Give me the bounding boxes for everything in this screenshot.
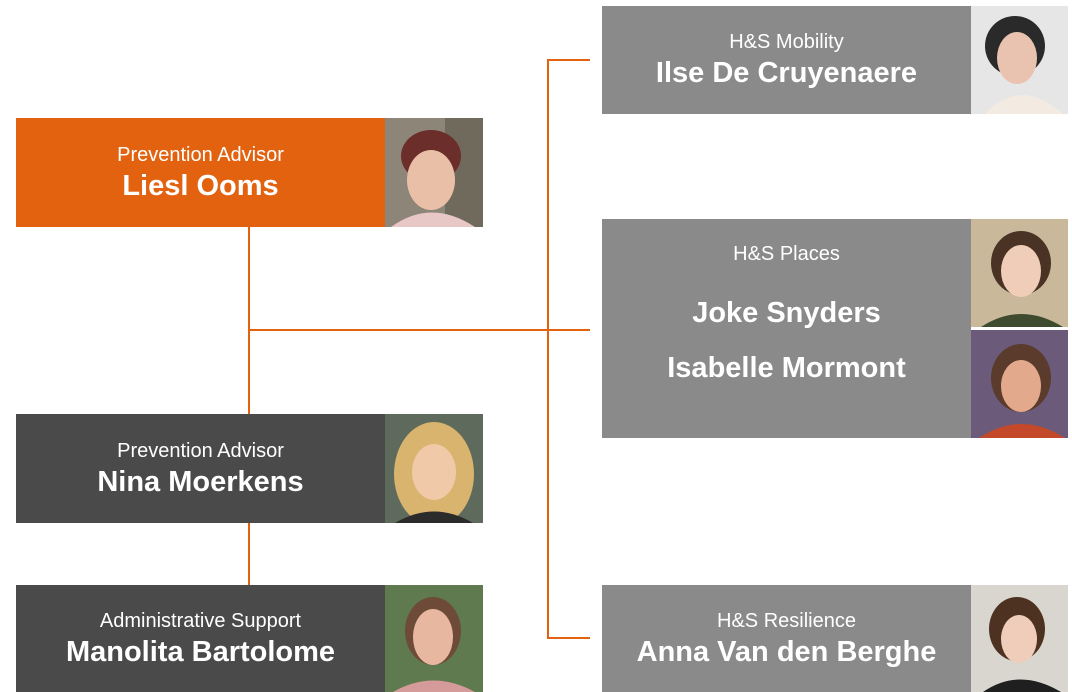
node-nina-moerkens: Prevention Advisor Nina Moerkens [16,414,385,523]
node-name-isabelle-mormont: Isabelle Mormont [667,352,906,384]
avatar-joke-snyders [971,219,1068,327]
node-role: H&S Mobility [729,31,844,53]
node-name: Ilse De Cruyenaere [655,57,918,89]
node-name: Anna Van den Berghe [636,635,937,668]
node-liesl-ooms: Prevention Advisor Liesl Ooms [16,118,385,227]
node-role: Prevention Advisor [117,439,284,462]
node-role: H&S Resilience [717,609,856,632]
connector-main-horizontal [248,329,590,331]
connector-nina-manolita [248,523,250,585]
node-ilse-de-cruyenaere: H&S Mobility Ilse De Cruyenaere [602,6,971,114]
connector-right-vertical [547,59,549,639]
node-role: Administrative Support [99,609,302,632]
node-name: Manolita Bartolome [65,635,336,668]
node-manolita-bartolome: Administrative Support Manolita Bartolom… [16,585,385,692]
avatar-isabelle-mormont [971,330,1068,438]
connector-liesl-nina [248,227,250,414]
avatar-nina-moerkens [385,414,483,523]
avatar-anna-van-den-berghe [971,585,1068,692]
connector-to-ilse [547,59,590,61]
node-role: H&S Places [733,243,840,265]
avatar-ilse-de-cruyenaere [971,6,1068,114]
node-role: Prevention Advisor [117,143,284,166]
node-name: Liesl Ooms [122,169,279,202]
avatar-manolita-bartolome [385,585,483,692]
node-anna-van-den-berghe: H&S Resilience Anna Van den Berghe [602,585,971,692]
connector-to-anna [547,637,590,639]
node-hs-places: H&S Places Joke Snyders Isabelle Mormont [602,219,971,438]
avatar-liesl-ooms [385,118,483,227]
node-name: Nina Moerkens [97,465,304,498]
node-name-joke-snyders: Joke Snyders [692,297,881,329]
